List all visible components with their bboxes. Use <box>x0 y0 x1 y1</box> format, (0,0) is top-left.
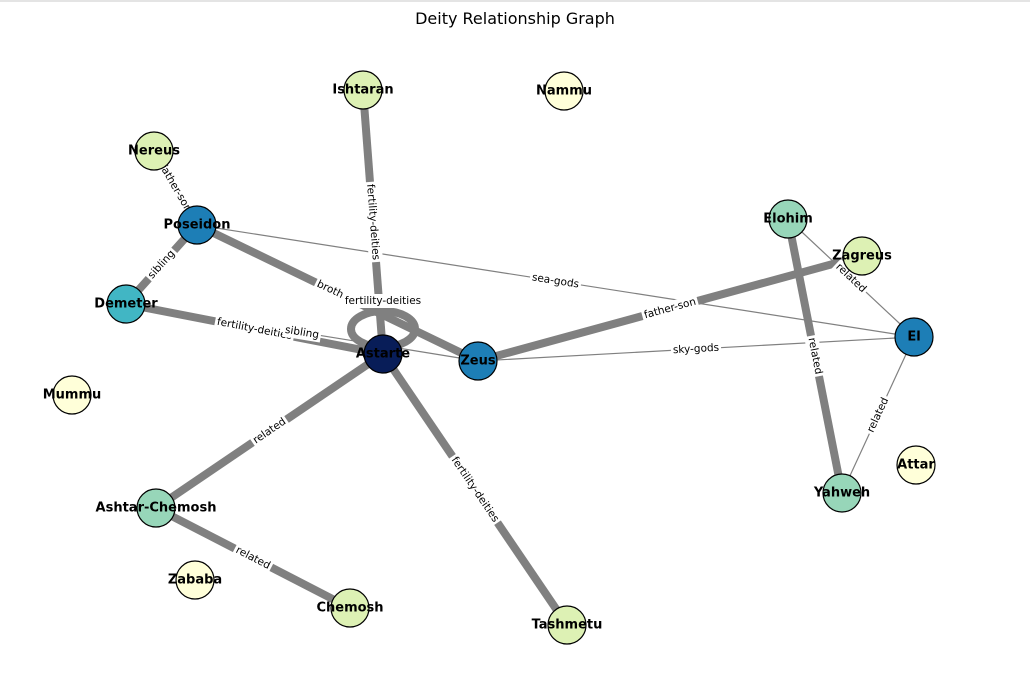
edge-label-text: related <box>251 416 288 447</box>
edge-label-text: fertility-deities <box>364 184 382 261</box>
edge-label-background <box>362 181 384 263</box>
edge-label-background <box>831 258 871 298</box>
node-poseidon[interactable]: Poseidon <box>164 205 231 245</box>
edge-label-background <box>670 340 722 358</box>
node-chemosh[interactable]: Chemosh <box>316 588 384 628</box>
node-circle[interactable] <box>177 205 217 245</box>
edge-label-zeus-el: sky-gods <box>670 340 722 358</box>
node-label: El <box>907 330 920 345</box>
edge-label-text: fertility-deities <box>345 295 421 307</box>
node-circle[interactable] <box>106 284 146 324</box>
edge-label-text: sibling <box>284 324 320 341</box>
node-el[interactable]: El <box>894 317 934 357</box>
edge-label-text: sky-gods <box>673 342 720 357</box>
nodes-layer: Ishtaran NammuNereusPoseidonDemeterAstart… <box>43 70 936 645</box>
node-circle[interactable] <box>768 199 808 239</box>
edges-layer <box>123 89 915 628</box>
node-demeter[interactable]: Demeter <box>94 284 158 324</box>
edge-label-background <box>282 322 322 343</box>
node-label: Zababa <box>168 573 222 588</box>
node-label: Mummu <box>43 388 102 403</box>
node-attar[interactable]: Attar <box>896 445 936 485</box>
edge-label-demeter-zeus: sibling <box>282 322 322 343</box>
edge-label-background <box>248 413 291 449</box>
edge-label-poseidon-demeter: sibling <box>143 245 180 284</box>
edge-label-astarte-astarte: fertility-deities <box>342 294 424 308</box>
node-elohim[interactable]: Elohim <box>763 199 813 239</box>
node-astarte[interactable]: Astarte <box>356 334 410 374</box>
edge-label-text: sibling <box>146 248 178 281</box>
node-label: Ishtaran <box>332 83 393 98</box>
node-label: Nereus <box>128 144 180 159</box>
node-ashtar-chemosh[interactable]: Ashtar-Chemosh <box>96 488 217 528</box>
node-circle[interactable] <box>822 473 862 513</box>
node-circle[interactable] <box>896 445 936 485</box>
node-circle[interactable] <box>330 588 370 628</box>
node-circle[interactable] <box>894 317 934 357</box>
edge-label-background <box>640 294 700 323</box>
window-top-border <box>0 0 1030 2</box>
node-circle[interactable] <box>458 341 498 381</box>
edge-label-background <box>446 452 504 527</box>
edge-label-demeter-astarte: fertility-deities <box>213 314 296 344</box>
edge-label-elohim-yahweh: related <box>804 334 826 378</box>
node-tashmetu[interactable]: Tashmetu <box>532 605 603 645</box>
node-label: Elohim <box>763 212 813 227</box>
node-label: Nammu <box>536 84 592 99</box>
node-zagreus[interactable]: Zagreus <box>832 236 892 276</box>
node-zababa[interactable]: Zababa <box>168 560 222 600</box>
node-label: Ashtar-Chemosh <box>96 501 217 516</box>
node-label: Poseidon <box>164 218 231 233</box>
node-nammu[interactable]: Nammu <box>536 71 592 111</box>
node-circle[interactable] <box>52 375 92 415</box>
node-zeus[interactable]: Zeus <box>458 341 498 381</box>
node-yahweh[interactable]: Yahweh <box>813 473 870 513</box>
node-label: Demeter <box>94 297 158 312</box>
edge-label-ishtaran-astarte: fertility-deities <box>362 181 384 263</box>
node-label: Astarte <box>356 347 410 362</box>
edge-label-text: father-son <box>157 162 194 214</box>
node-circle[interactable] <box>544 71 584 111</box>
edge-label-text: fertility-deities <box>449 455 502 525</box>
node-label: Attar <box>897 458 935 473</box>
edge-label-text: father-son <box>643 296 698 322</box>
graph-title: Deity Relationship Graph <box>415 9 615 28</box>
edge-label-background <box>804 334 826 378</box>
node-circle[interactable] <box>343 70 383 110</box>
node-circle[interactable] <box>842 236 882 276</box>
edge-label-poseidon-el: sea-gods <box>529 270 582 292</box>
node-label: Zagreus <box>832 249 892 264</box>
edge-label-background <box>155 159 196 217</box>
node-circle[interactable] <box>175 560 215 600</box>
edge-label-background <box>231 542 275 574</box>
node-mummu[interactable]: Mummu <box>43 375 102 415</box>
edge-label-background <box>342 294 424 308</box>
edge-label-background <box>863 393 893 437</box>
node-label: Tashmetu <box>532 618 603 633</box>
edge-label-background <box>143 245 180 284</box>
node-circle[interactable] <box>134 131 174 171</box>
node-nereus[interactable]: Nereus <box>128 131 180 171</box>
node-label: Chemosh <box>316 601 383 616</box>
edge-label-astarte-tashmetu: fertility-deities <box>446 452 504 527</box>
node-label: Zeus <box>460 354 495 369</box>
edge-label-text: related <box>865 396 891 435</box>
edge-label-el-yahweh: related <box>863 393 893 437</box>
edge-label-background <box>529 270 582 292</box>
edge-label-background <box>213 314 296 344</box>
node-circle[interactable] <box>547 605 587 645</box>
node-circle[interactable] <box>136 488 176 528</box>
node-circle[interactable] <box>363 334 403 374</box>
node-ishtaran[interactable]: Ishtaran <box>332 70 394 110</box>
edge-label-text: fertility-deities <box>216 316 293 342</box>
edge-label-ashtar-chemosh-chemosh: related <box>231 542 275 574</box>
edge-label-astarte-ashtar-chemosh: related <box>248 413 291 449</box>
node-label: Yahweh <box>813 486 870 501</box>
